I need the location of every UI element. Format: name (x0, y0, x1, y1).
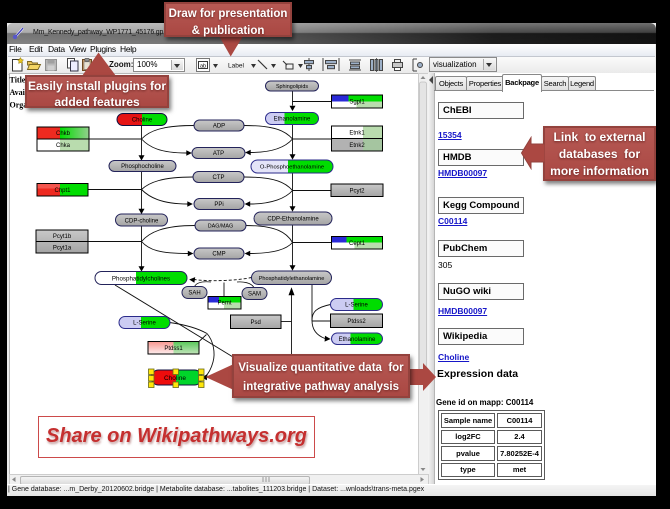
svg-text:Chpt1: Chpt1 (54, 188, 71, 194)
svg-text:Chkb: Chkb (56, 131, 71, 137)
svg-text:L-Serine: L-Serine (133, 321, 156, 327)
svg-text:Phosphatidylcholines: Phosphatidylcholines (112, 275, 170, 282)
svg-text:ADP: ADP (213, 124, 225, 130)
svg-text:ab: ab (200, 64, 206, 70)
svg-text:CMP: CMP (212, 252, 225, 258)
svg-text:ATP: ATP (213, 151, 224, 157)
svg-text:Pcyt2: Pcyt2 (349, 189, 365, 195)
svg-text:Phosphocholine: Phosphocholine (121, 164, 164, 170)
svg-text:Ethanolamine: Ethanolamine (339, 337, 376, 343)
svg-text:Ethanolamine: Ethanolamine (274, 117, 311, 123)
svg-text:CDP-Ethanolamine: CDP-Ethanolamine (267, 217, 319, 223)
svg-text:DAG/MAG: DAG/MAG (208, 224, 233, 230)
svg-text:O-Phosphoethanolamine: O-Phosphoethanolamine (260, 165, 324, 171)
svg-text:Label: Label (228, 63, 244, 70)
svg-text:Cept1: Cept1 (349, 241, 366, 247)
svg-text:Chka: Chka (56, 143, 71, 149)
svg-text:Sphingolipids: Sphingolipids (276, 84, 308, 90)
svg-text:Pcyt1b: Pcyt1b (53, 234, 72, 240)
svg-text:Etnk1: Etnk1 (349, 131, 365, 137)
svg-text:CTP: CTP (213, 175, 225, 181)
svg-text:Ptdss2: Ptdss2 (347, 319, 366, 325)
svg-text:Pcyt1a: Pcyt1a (53, 246, 72, 252)
svg-text:Title:: Title: (10, 76, 29, 85)
svg-text:Psd: Psd (251, 320, 261, 326)
svg-text:CDP-choline: CDP-choline (125, 218, 159, 224)
svg-text:Pemt: Pemt (217, 301, 231, 307)
svg-text:PPi: PPi (214, 202, 223, 208)
svg-text:SAH: SAH (188, 291, 200, 297)
svg-text:Choline: Choline (132, 118, 153, 124)
svg-text:Sgpl1: Sgpl1 (349, 100, 365, 106)
svg-text:Ptdss1: Ptdss1 (164, 346, 183, 352)
svg-text:Choline: Choline (164, 375, 186, 382)
svg-text:L-Serine: L-Serine (345, 303, 368, 309)
svg-text:Etnk2: Etnk2 (349, 143, 365, 149)
svg-text:Phosphatidylethanolamine: Phosphatidylethanolamine (259, 276, 325, 282)
svg-text:SAM: SAM (248, 292, 261, 298)
